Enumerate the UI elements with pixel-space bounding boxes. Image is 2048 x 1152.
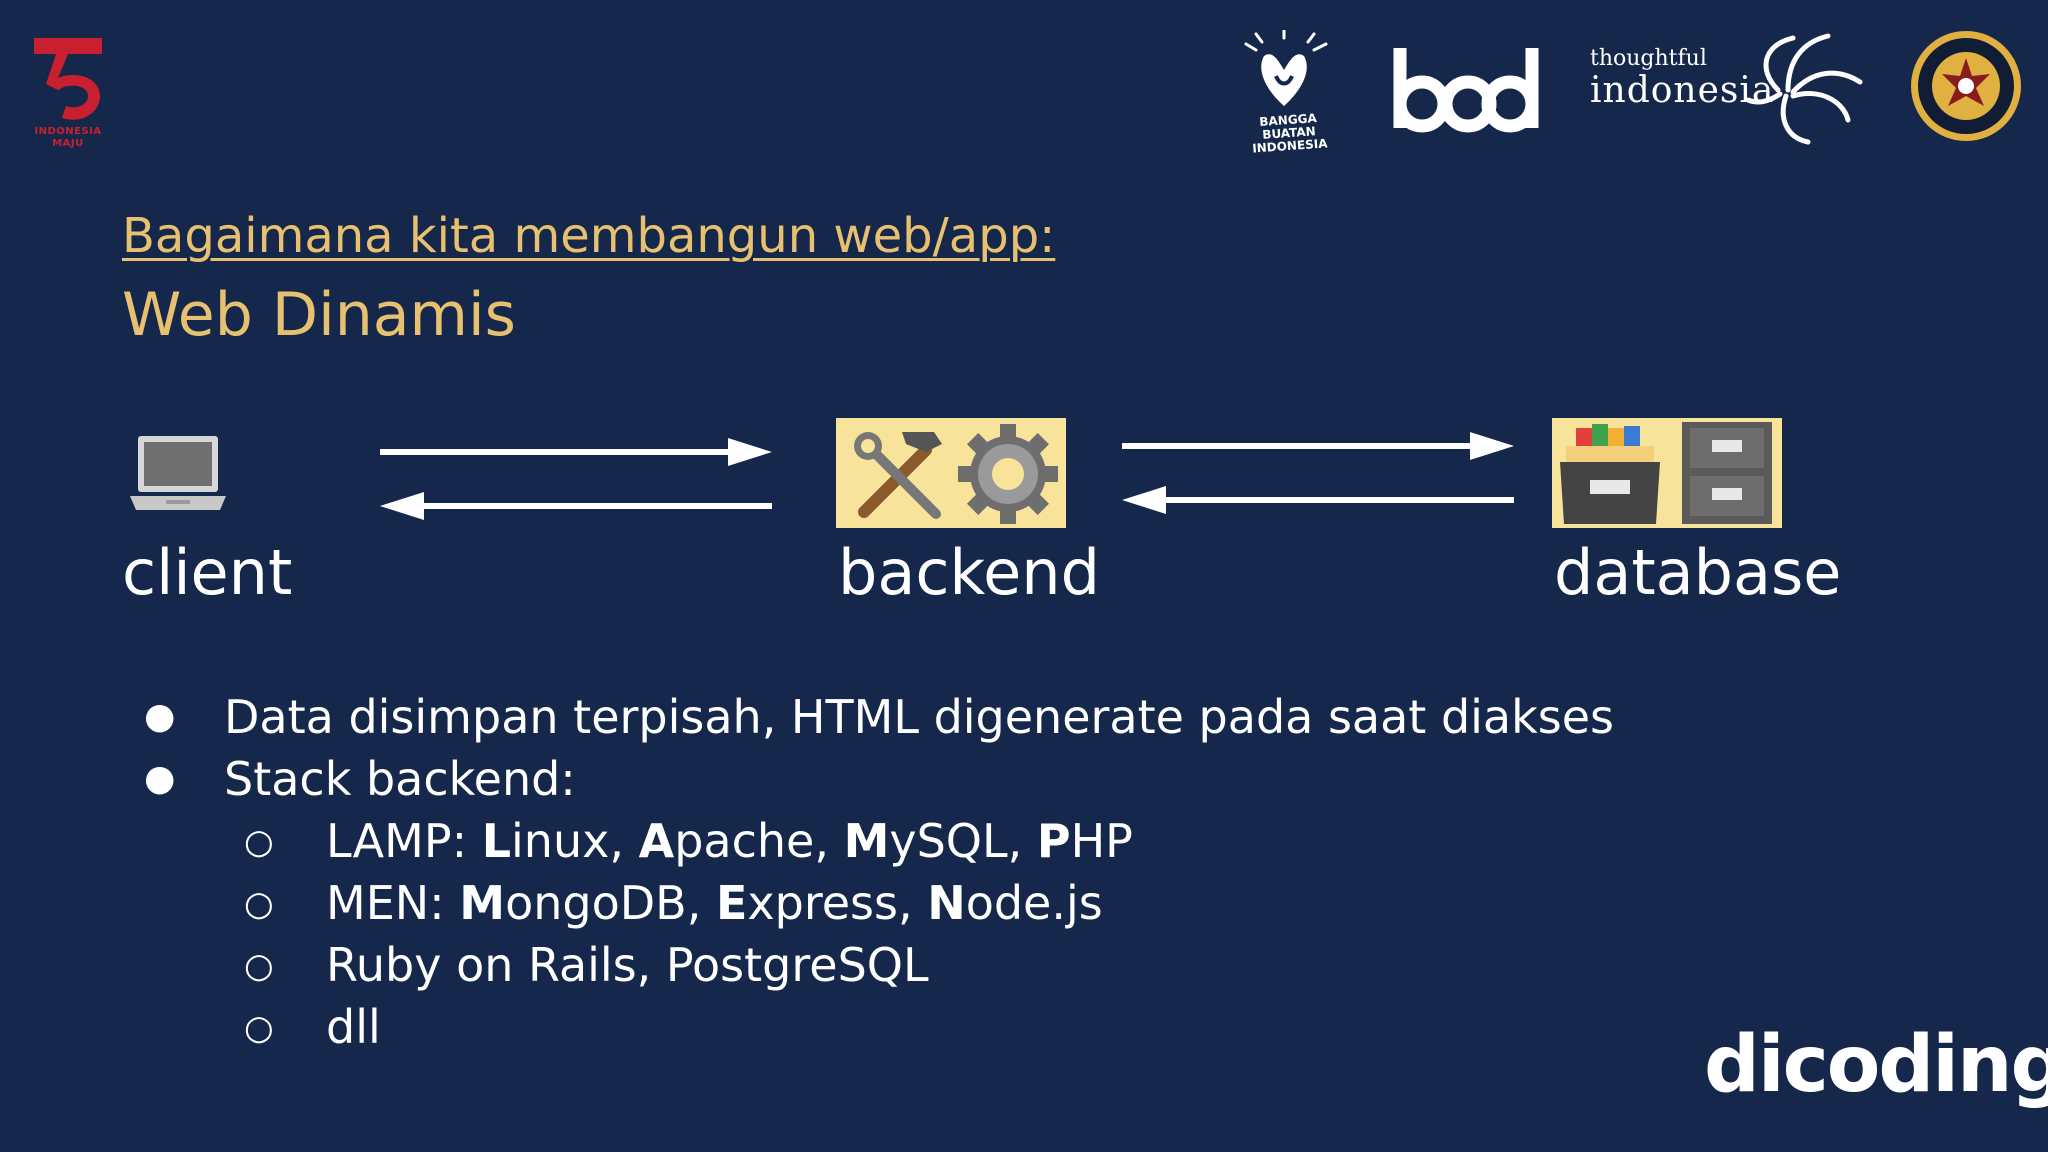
bdd-logo: [1390, 40, 1540, 140]
bullet-dot-icon: ●: [144, 758, 176, 799]
indonesia-maju-75-logo: INDONESIA MAJU: [28, 34, 108, 152]
lamp-hp: HP: [1070, 814, 1133, 868]
page-title: Web Dinamis: [122, 280, 516, 350]
bbi-caption: BANGGA BUATAN INDONESIA: [1233, 110, 1345, 157]
laptop-icon: [126, 432, 230, 516]
lamp-prefix: LAMP:: [326, 814, 482, 868]
database-label: database: [1554, 536, 1842, 609]
bullet-dot-icon: ●: [144, 696, 176, 737]
lamp-l: L: [481, 814, 512, 868]
men-ode: ode.js: [965, 876, 1103, 930]
men-e: E: [715, 876, 748, 930]
hammer-wrench-gear-icon: [836, 418, 1066, 528]
rails-text: Ruby on Rails, PostgreSQL: [326, 938, 929, 992]
lamp-text: LAMP: Linux, Apache, MySQL, PHP: [326, 814, 1133, 868]
men-xpress: xpress,: [747, 876, 928, 930]
client-backend-arrows: [380, 438, 772, 520]
logo-75-caption: INDONESIA MAJU: [34, 126, 102, 149]
bullet-text-2: Stack backend:: [224, 752, 576, 806]
dicoding-logo: dicoding: [1704, 1020, 2048, 1110]
sub-bullet-circle-icon: ○: [244, 1008, 274, 1048]
men-text: MEN: MongoDB, Express, Node.js: [326, 876, 1103, 930]
men-m: M: [459, 876, 506, 930]
lamp-pache: pache,: [674, 814, 844, 868]
file-cabinet-icon: [1552, 418, 1782, 528]
sub-bullet-circle-icon: ○: [244, 884, 274, 924]
thoughtful-text: thoughtful: [1590, 46, 1707, 71]
bullet-text-1: Data disimpan terpisah, HTML digenerate …: [224, 690, 1614, 744]
backend-database-arrows: [1122, 432, 1514, 514]
dicoding-brand-text: dicoding: [1704, 1020, 2048, 1110]
men-n: N: [927, 876, 966, 930]
lamp-m: M: [843, 814, 890, 868]
backend-label: backend: [838, 536, 1100, 609]
men-ongo: ongoDB,: [505, 876, 716, 930]
dll-text: dll: [326, 1000, 381, 1054]
sub-bullet-circle-icon: ○: [244, 822, 274, 862]
lamp-inux: inux,: [511, 814, 639, 868]
indonesia-text: indonesia: [1590, 70, 1775, 111]
title-question: Bagaimana kita membangun web/app:: [122, 208, 1056, 264]
bangga-buatan-indonesia-logo: BANGGA BUATAN INDONESIA: [1234, 28, 1344, 156]
men-prefix: MEN:: [326, 876, 460, 930]
thoughtful-indonesia-logo: thoughtful indonesia: [1588, 30, 1868, 150]
client-label: client: [122, 536, 293, 609]
kemenparekraf-seal-logo: [1908, 28, 2024, 144]
sub-bullet-circle-icon: ○: [244, 946, 274, 986]
lamp-a: A: [638, 814, 675, 868]
lamp-ysql: ySQL,: [889, 814, 1037, 868]
lamp-p: P: [1036, 814, 1071, 868]
